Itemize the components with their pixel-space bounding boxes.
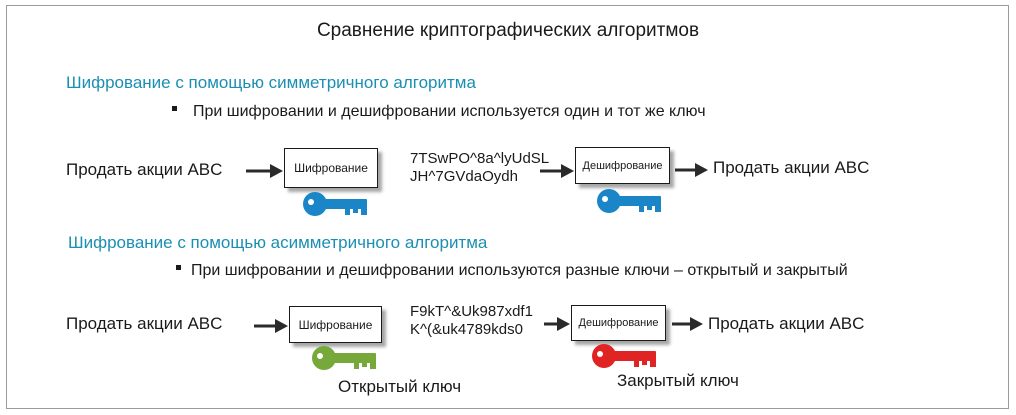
symmetric-cipher-line1: 7TSwPO^8a^lyUdSL (410, 150, 550, 167)
symmetric-cipher-line2: JH^7GVdaOydh (410, 168, 518, 185)
symmetric-plaintext-in: Продать акции ABC (66, 160, 223, 179)
asymmetric-ciphertext: F9kT^&Uk987xdf1 K^(&uk4789kds0 (410, 303, 533, 339)
asymmetric-plaintext-out: Продать акции ABC (708, 314, 865, 333)
asymmetric-bullet-text: При шифровании и дешифровании используют… (191, 262, 848, 279)
asymmetric-bullet-row: При шифровании и дешифровании используют… (176, 262, 848, 280)
symmetric-decrypt-box: Дешифрование (575, 147, 670, 184)
symmetric-encrypt-label: Шифрование (294, 161, 368, 175)
asymmetric-encrypt-label: Шифрование (298, 317, 373, 332)
public-key-label: Открытый ключ (338, 377, 462, 396)
symmetric-decrypt-label: Дешифрование (582, 159, 663, 172)
symmetric-ciphertext: 7TSwPO^8a^lyUdSL JH^7GVdaOydh (410, 150, 549, 186)
asymmetric-plaintext-in: Продать акции ABC (66, 314, 223, 333)
symmetric-plaintext-out: Продать акции ABC (713, 158, 870, 177)
symmetric-heading: Шифрование с помощью симметричного алгор… (66, 73, 476, 92)
symmetric-bullet-row: При шифровании и дешифровании использует… (172, 103, 706, 121)
bullet-icon (176, 265, 181, 271)
diagram-title: Сравнение криптографических алгоритмов (316, 20, 700, 41)
symmetric-bullet-text: При шифровании и дешифровании использует… (193, 103, 706, 120)
asymmetric-heading: Шифрование с помощью асимметричного алго… (68, 233, 488, 252)
asymmetric-decrypt-label: Дешифрование (578, 317, 659, 329)
asymmetric-encrypt-box: Шифрование (289, 306, 382, 343)
asymmetric-cipher-line2: K^(&uk4789kds0 (410, 321, 523, 338)
bullet-icon (172, 106, 177, 112)
diagram-frame (6, 5, 1009, 409)
asymmetric-cipher-line1: F9kT^&Uk987xdf1 (410, 303, 533, 320)
private-key-label: Закрытый ключ (617, 371, 739, 390)
asymmetric-decrypt-box: Дешифрование (571, 305, 666, 341)
symmetric-encrypt-box: Шифрование (284, 148, 378, 188)
